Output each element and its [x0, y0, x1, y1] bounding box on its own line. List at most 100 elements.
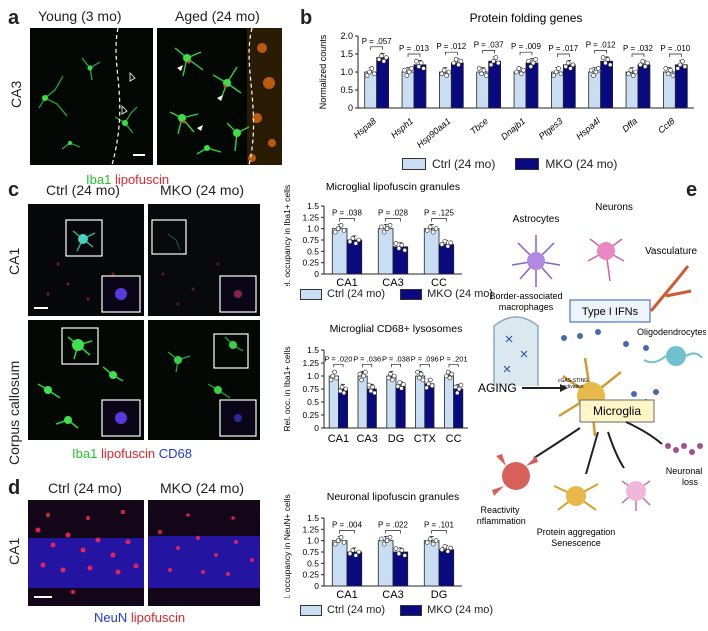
bar-ctrl [377, 540, 394, 587]
p-value-label: P = .125 [424, 208, 454, 217]
category-label: CTX [414, 433, 437, 445]
data-point [600, 55, 606, 60]
bar-mko [376, 57, 390, 109]
y-tick-label: 1.5 [307, 345, 319, 355]
label-bam-1: Border-associated [489, 291, 562, 301]
label-protein-1: Protein aggregation [537, 527, 616, 537]
panel-letter-b: b [300, 7, 313, 29]
p-value-label: P = .028 [378, 208, 408, 217]
label-microglia: Microglia [593, 404, 641, 418]
data-point [416, 375, 422, 381]
micrograph-c-mko-cc [148, 320, 260, 440]
micrograph-c-mko-ca1-art [148, 204, 260, 316]
micrograph-c-ctrl-cc-art [28, 320, 144, 440]
data-point [341, 228, 347, 233]
panel-c-title-ctrl: Ctrl (24 mo) [46, 182, 120, 198]
y-tick-label: 0 [314, 581, 319, 591]
micrograph-c-mko-cc-art [148, 320, 260, 440]
data-point [343, 386, 349, 392]
data-point [388, 371, 393, 377]
data-point [677, 62, 683, 68]
data-point [665, 71, 671, 77]
category-label: CC [431, 277, 447, 286]
label-aging: AGING [478, 381, 517, 395]
data-point [386, 375, 391, 381]
data-point [488, 62, 494, 68]
data-point [453, 384, 458, 390]
stain-cd68-label-c: CD68 [158, 446, 193, 461]
data-point [339, 384, 345, 390]
data-point [426, 381, 431, 387]
significance-bracket [339, 530, 355, 534]
stain-lipofuscin-label: lipofuscin [114, 172, 170, 187]
micrograph-d-mko [148, 500, 260, 606]
bam-cells-icon [503, 335, 528, 373]
data-point [453, 57, 459, 62]
category-label: Dnajb1 [499, 116, 527, 142]
microglia-box [579, 399, 655, 423]
data-point [428, 377, 433, 383]
bar-ctrl [423, 228, 440, 275]
y-tick-label: 1.25 [302, 358, 319, 368]
data-point [391, 373, 397, 379]
data-point [456, 62, 461, 68]
stain-lipofuscin-label-d: lipofuscin [130, 610, 186, 625]
p-value-label: P = .004 [332, 520, 362, 529]
bar-mko [413, 64, 427, 109]
y-tick-label: 0.75 [302, 384, 319, 394]
y-axis-label: Normalized counts [318, 34, 328, 109]
data-point [409, 66, 414, 71]
data-point [447, 375, 453, 381]
data-point [593, 69, 599, 75]
y-tick-label: 0.25 [302, 410, 319, 420]
diagram-microglia-aging: Astrocytes Neurons Vasculature Border-as… [476, 202, 706, 548]
data-point [670, 73, 676, 78]
chart-title: Microglial lipofuscin granules [326, 181, 460, 193]
label-vasculature: Vasculature [645, 246, 698, 257]
y-tick-label: 0.5 [307, 558, 319, 568]
data-point [361, 373, 366, 379]
data-point [368, 388, 374, 394]
data-point [439, 242, 445, 247]
data-point [393, 546, 399, 551]
data-point [563, 64, 569, 69]
data-point [628, 67, 634, 73]
y-tick-label: 1.0 [307, 536, 319, 546]
significance-bracket [482, 50, 495, 54]
p-value-label: P = .057 [362, 37, 392, 46]
significance-bracket [448, 363, 459, 368]
data-point [493, 55, 499, 60]
data-point [406, 69, 412, 75]
data-point [357, 371, 363, 377]
category-label: Hspa8 [352, 116, 378, 140]
p-value-label: P = .017 [548, 44, 578, 53]
data-point [445, 369, 451, 375]
data-point [682, 64, 688, 69]
legend-d: Ctrl (24 mo) MKO (24 mo) [300, 604, 493, 616]
data-point [530, 60, 536, 66]
p-value-label: P = .037 [474, 40, 504, 49]
bar-mko [450, 62, 464, 109]
p-value-label: P = .038 [332, 208, 362, 217]
micrograph-d-ctrl [28, 500, 144, 606]
category-label: Tbce [468, 116, 490, 137]
y-tick-label: 1.5 [307, 201, 319, 211]
data-point [414, 58, 419, 64]
significance-bracket [370, 46, 383, 50]
label-astrocytes: Astrocytes [513, 214, 560, 225]
data-point [332, 229, 338, 235]
panel-d-title-mko: MKO (24 mo) [160, 480, 245, 496]
data-point [445, 243, 451, 249]
y-tick-label: 1.25 [302, 212, 319, 222]
micrograph-young-art [30, 28, 153, 165]
data-point [356, 237, 362, 243]
micrograph-young [30, 28, 153, 165]
data-point [424, 385, 429, 390]
data-point [526, 58, 531, 64]
data-point [443, 373, 449, 379]
bar-mko [600, 60, 614, 109]
legend-b: Ctrl (24 mo) MKO (24 mo) [402, 157, 617, 171]
label-cgas-1: cGAS-STING [558, 378, 588, 384]
data-point [399, 242, 405, 248]
